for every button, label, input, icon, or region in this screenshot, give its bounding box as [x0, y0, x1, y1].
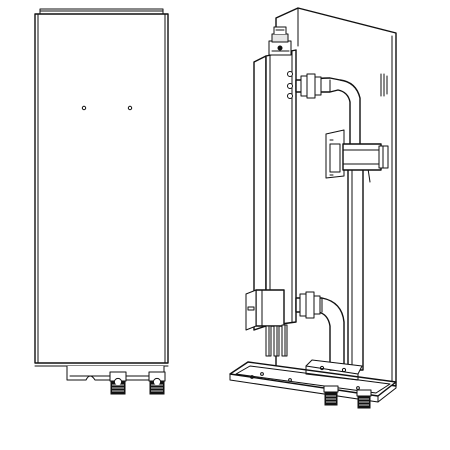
pipe-mount-bracket: [305, 359, 363, 381]
pipe-connector-left: [109, 371, 127, 395]
base-hole: [260, 372, 264, 376]
tank-fitting-c: [287, 93, 293, 99]
internal-assembly-view: [229, 7, 397, 409]
flow-switch-bracket: [325, 129, 389, 179]
base-hole: [288, 378, 292, 382]
exterior-casing-view: [34, 8, 169, 395]
casing-front-panel: [34, 13, 169, 364]
bottom-connector-right: [356, 389, 372, 409]
junction-box: [245, 289, 285, 331]
vertical-return-pipe: [347, 149, 364, 371]
tank-fitting-b: [287, 83, 293, 89]
tank-fitting-a: [287, 71, 293, 77]
bottom-connector-left: [323, 385, 339, 406]
pipe-connector-right: [148, 371, 166, 395]
heater-tank-side-plate: [253, 55, 267, 331]
base-hole: [356, 386, 360, 390]
casing-screw-hole-right: [127, 105, 133, 111]
heating-element-rods: [265, 324, 288, 357]
casing-screw-hole-left: [81, 105, 87, 111]
base-hole: [250, 375, 254, 379]
top-valve: [268, 26, 292, 56]
